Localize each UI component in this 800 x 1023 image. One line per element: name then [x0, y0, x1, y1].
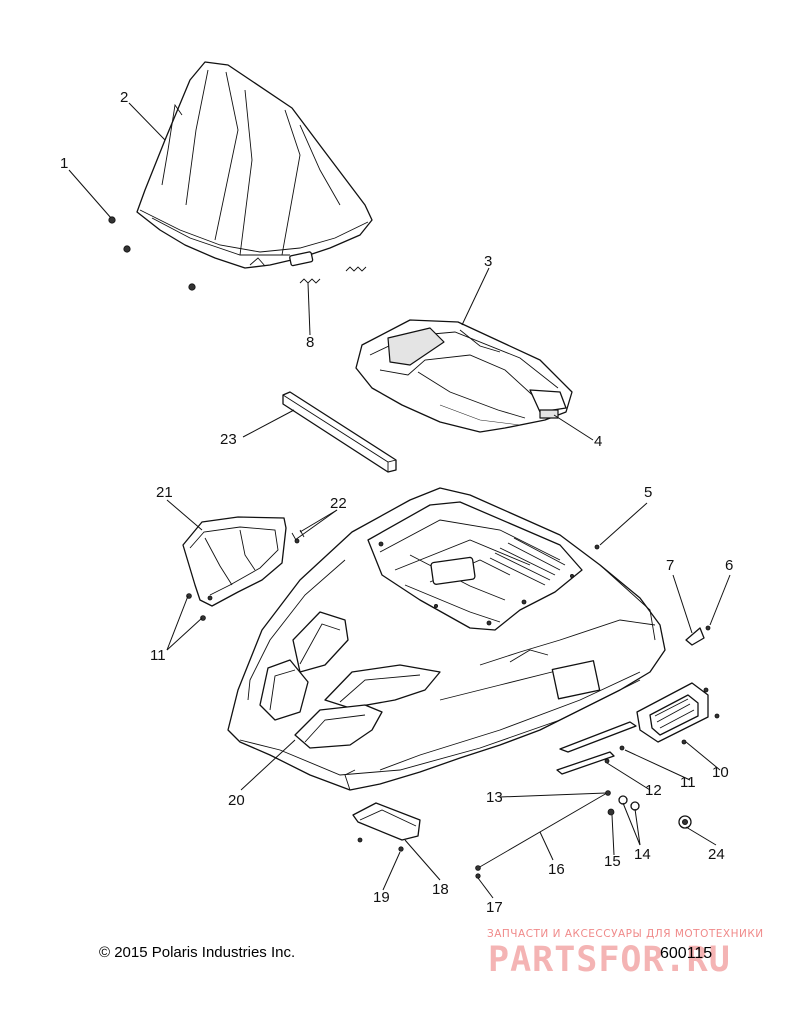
callout-16: 16 — [548, 861, 565, 878]
callout-22: 22 — [330, 495, 347, 512]
callout-24: 24 — [708, 846, 725, 863]
callout-21: 21 — [156, 484, 173, 501]
callout-5: 5 — [644, 484, 652, 501]
diagram-id: 600115 — [660, 945, 713, 962]
clip — [594, 544, 600, 550]
watermark-tagline: ЗАПЧАСТИ И АКСЕССУАРЫ ДЛЯ МОТОТЕХНИКИ — [487, 928, 764, 940]
callout-1: 1 — [60, 155, 68, 172]
callout-7: 7 — [666, 557, 674, 574]
windshield-springs — [299, 266, 367, 284]
windshield — [136, 61, 373, 269]
callout-6: 6 — [725, 557, 733, 574]
dash-panel — [355, 319, 573, 433]
callout-4: 4 — [594, 433, 602, 450]
storage-tray — [182, 516, 287, 607]
callout-10: 10 — [712, 764, 729, 781]
callout-23: 23 — [220, 431, 237, 448]
bumper-bracket — [352, 802, 421, 843]
windshield-screws — [108, 216, 196, 291]
leader-lines — [68, 102, 731, 899]
hood-cable — [475, 790, 611, 871]
callout-18: 18 — [432, 881, 449, 898]
callout-3: 3 — [484, 253, 492, 270]
callout-15: 15 — [604, 853, 621, 870]
callout-2: 2 — [120, 89, 128, 106]
screw — [475, 873, 481, 879]
callout-labels: 1 2 8 3 4 23 21 22 5 7 6 11 20 13 12 11 … — [60, 89, 733, 916]
watermark-logo: PARTSFOR.RU — [488, 940, 731, 980]
callout-11-left: 11 — [150, 647, 166, 664]
side-vent — [636, 682, 720, 745]
callout-8: 8 — [306, 334, 314, 351]
bracket — [685, 625, 711, 646]
hood — [227, 487, 666, 791]
lower-strips — [556, 721, 637, 775]
tray-fasteners — [291, 529, 305, 544]
screw — [398, 846, 404, 852]
callout-19: 19 — [373, 889, 390, 906]
grommet — [678, 815, 692, 829]
callout-13: 13 — [486, 789, 503, 806]
callout-20: 20 — [228, 792, 245, 809]
copyright-notice: © 2015 Polaris Industries Inc. — [99, 944, 296, 961]
callout-11-right: 11 — [680, 774, 696, 791]
callout-12: 12 — [645, 782, 662, 799]
callout-14: 14 — [634, 846, 651, 863]
hardware — [607, 795, 640, 816]
callout-17: 17 — [486, 899, 503, 916]
foam-strip — [282, 391, 397, 473]
